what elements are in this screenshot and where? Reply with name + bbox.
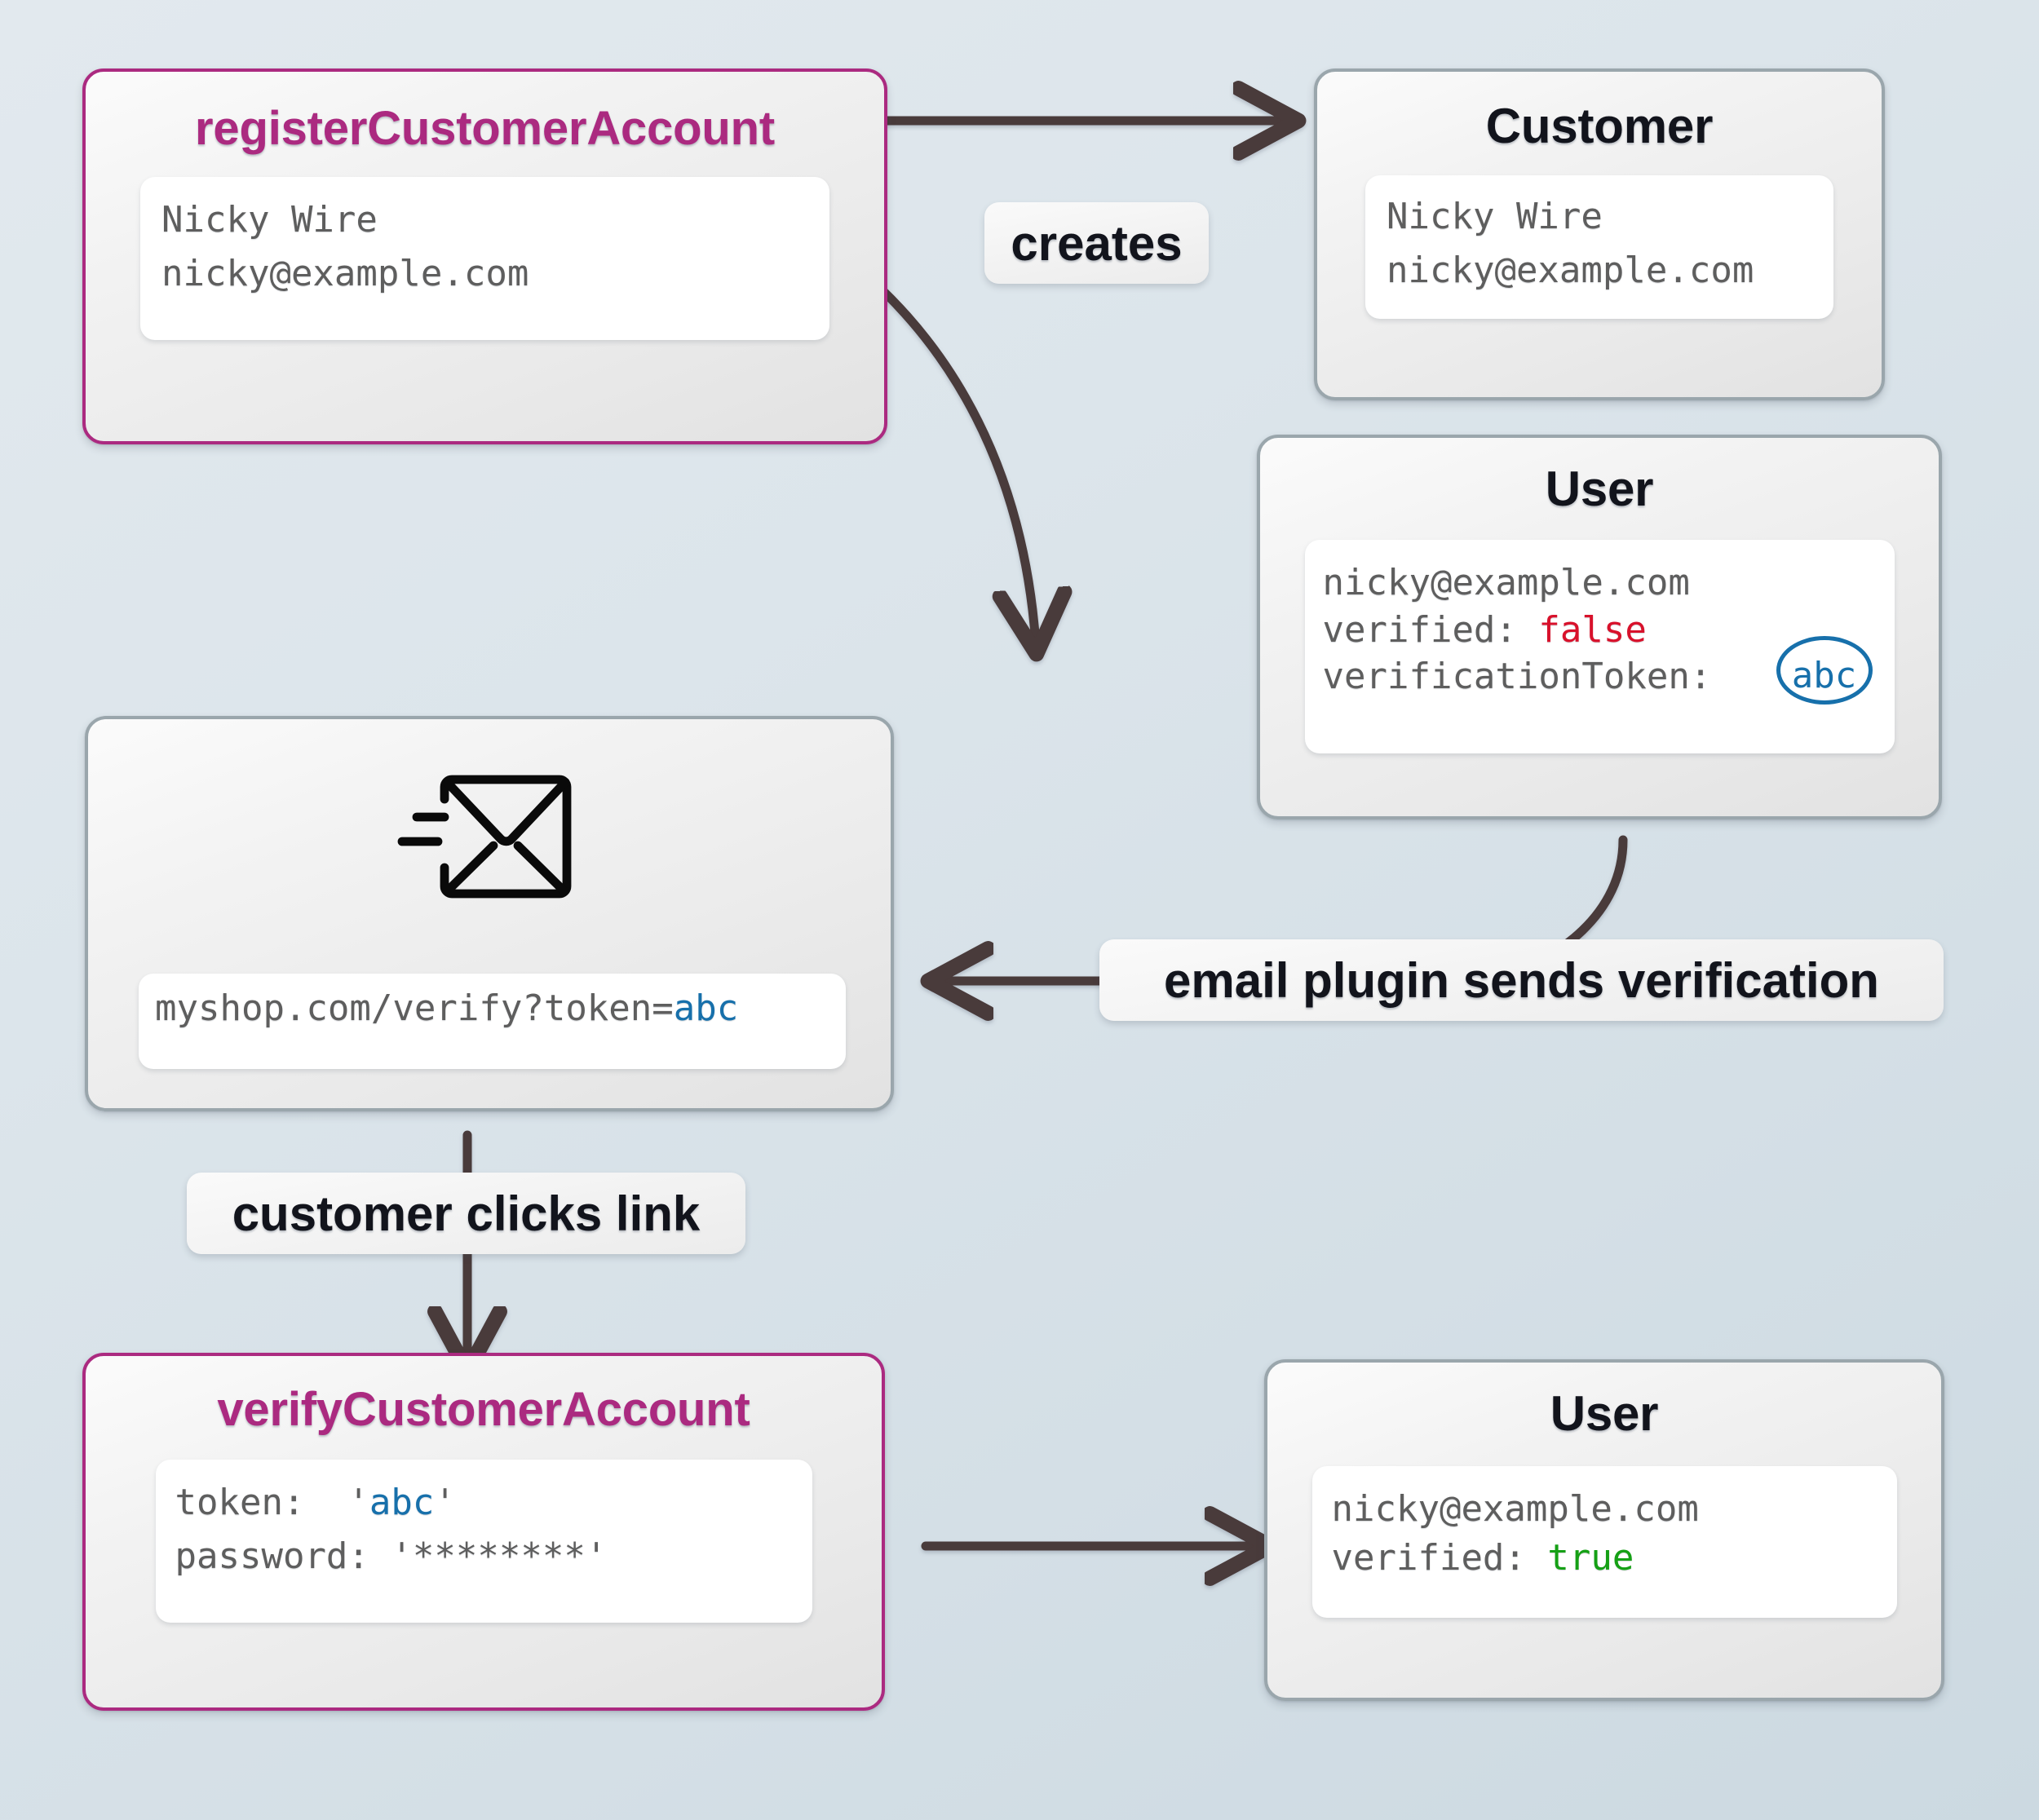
node-title-register-customer-account: registerCustomerAccount <box>195 102 775 155</box>
verify-token-key: token: ' <box>175 1482 369 1523</box>
edge-label-email-plugin-sends-verification: email plugin sends verification <box>1099 939 1944 1021</box>
user-unverified-token-line: verificationToken: <box>1323 656 1895 697</box>
user-verified-email: nicky@example.com <box>1331 1488 1699 1530</box>
node-user-unverified[interactable]: User nicky@example.com verified: false v… <box>1257 435 1942 819</box>
user-unverified-fields-panel: nicky@example.com verified: false verifi… <box>1304 540 1895 753</box>
user-verified-verified-value: true <box>1547 1536 1634 1579</box>
user-unverified-verified-line: verified: false <box>1322 608 1895 651</box>
verify-fields-panel: token: 'abc' password: '********' <box>155 1460 812 1623</box>
node-title-user-unverified: User <box>1545 462 1654 516</box>
user-unverified-token-value: abc <box>1791 655 1857 696</box>
user-unverified-email: nicky@example.com <box>1322 562 1690 603</box>
node-verification-email[interactable]: myshop.com/verify?token=abc <box>85 716 894 1111</box>
user-verified-verified-key: verified: <box>1331 1536 1548 1579</box>
verification-link-token: abc <box>673 987 739 1029</box>
node-user-verified[interactable]: User nicky@example.com verified: true <box>1264 1359 1944 1701</box>
send-mail-icon <box>397 775 572 899</box>
customer-field-name: Nicky Wire <box>1387 196 1603 237</box>
node-title-customer: Customer <box>1485 99 1714 153</box>
customer-fields-panel: Nicky Wire nicky@example.com <box>1365 175 1833 319</box>
verify-token-line: token: 'abc' <box>175 1482 812 1523</box>
verify-password-line: password: '********' <box>175 1535 608 1577</box>
user-verified-fields-panel: nicky@example.com verified: true <box>1311 1466 1897 1618</box>
register-field-email: nicky@example.com <box>161 252 529 294</box>
verification-link-prefix: myshop.com/verify?token= <box>155 987 674 1029</box>
node-title-user-verified: User <box>1550 1386 1659 1441</box>
customer-field-email: nicky@example.com <box>1387 249 1754 291</box>
verification-link[interactable]: myshop.com/verify?token=abc <box>155 988 846 1029</box>
user-verified-verified-line: verified: true <box>1331 1536 1897 1579</box>
user-unverified-verified-key: verified: <box>1322 608 1539 651</box>
node-title-verify-customer-account: verifyCustomerAccount <box>217 1383 750 1436</box>
register-field-name: Nicky Wire <box>161 199 378 241</box>
node-verify-customer-account[interactable]: verifyCustomerAccount token: 'abc' passw… <box>82 1353 885 1711</box>
verify-token-value: abc <box>369 1482 435 1523</box>
edge-label-creates: creates <box>984 202 1209 284</box>
node-customer[interactable]: Customer Nicky Wire nicky@example.com <box>1314 68 1885 400</box>
verify-token-suffix: ' <box>434 1482 456 1523</box>
user-unverified-verified-value: false <box>1538 608 1647 651</box>
user-unverified-token-key: verificationToken: <box>1322 656 1712 698</box>
register-fields-panel: Nicky Wire nicky@example.com <box>140 177 829 340</box>
envelope-icon-container <box>88 766 891 913</box>
email-link-panel[interactable]: myshop.com/verify?token=abc <box>139 974 846 1069</box>
edge-label-customer-clicks-link: customer clicks link <box>187 1173 745 1254</box>
node-register-customer-account[interactable]: registerCustomerAccount Nicky Wire nicky… <box>82 68 887 444</box>
